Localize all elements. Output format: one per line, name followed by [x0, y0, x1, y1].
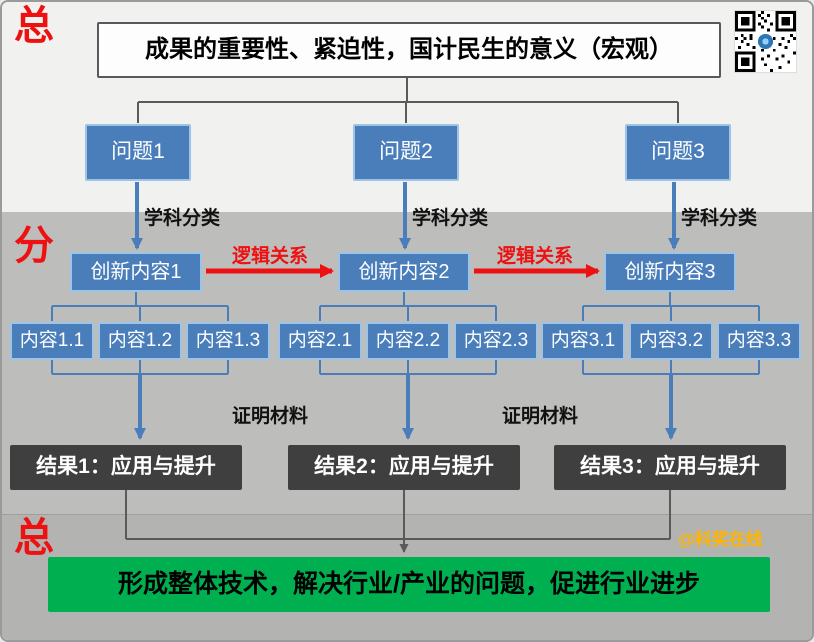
innovation-1-box: 创新内容1: [70, 252, 202, 292]
logic-relation-label-2: 逻辑关系: [496, 246, 573, 267]
subject-classification-label-1: 学科分类: [144, 208, 221, 229]
logic-relation-label-1: 逻辑关系: [231, 246, 308, 267]
main-significance-box: 成果的重要性、紧迫性，国计民生的意义（宏观）: [97, 22, 721, 78]
problem-1-box: 问题1: [85, 124, 191, 181]
content-1-2-box: 内容1.2: [98, 322, 182, 360]
result-1-box: 结果1：应用与提升: [10, 445, 242, 490]
content-1-3-box: 内容1.3: [186, 322, 270, 360]
problem-2-box: 问题2: [353, 124, 459, 181]
section-label-bottom-summary: 总: [14, 516, 54, 560]
content-2-1-box: 内容2.1: [278, 322, 362, 360]
content-2-2-box: 内容2.2: [366, 322, 450, 360]
proof-material-label-1: 证明材料: [232, 406, 309, 427]
conclusion-box: 形成整体技术，解决行业/产业的问题，促进行业进步: [48, 557, 770, 612]
innovation-2-box: 创新内容2: [338, 252, 470, 292]
subject-classification-label-2: 学科分类: [412, 208, 489, 229]
content-3-2-box: 内容3.2: [629, 322, 713, 360]
content-3-1-box: 内容3.1: [541, 322, 625, 360]
subject-classification-label-3: 学科分类: [681, 208, 758, 229]
result-2-box: 结果2：应用与提升: [288, 445, 520, 490]
proof-material-label-2: 证明材料: [502, 406, 579, 427]
section-label-middle-detail: 分: [14, 224, 54, 268]
content-1-1-box: 内容1.1: [10, 322, 94, 360]
problem-3-box: 问题3: [625, 124, 731, 181]
content-2-3-box: 内容2.3: [454, 322, 538, 360]
watermark-text: @科奖在线: [678, 530, 763, 549]
section-label-top-overview: 总: [14, 4, 54, 48]
qr-code-icon: [734, 10, 797, 73]
innovation-3-box: 创新内容3: [604, 252, 736, 292]
result-3-box: 结果3：应用与提升: [554, 445, 786, 490]
content-3-3-box: 内容3.3: [717, 322, 801, 360]
